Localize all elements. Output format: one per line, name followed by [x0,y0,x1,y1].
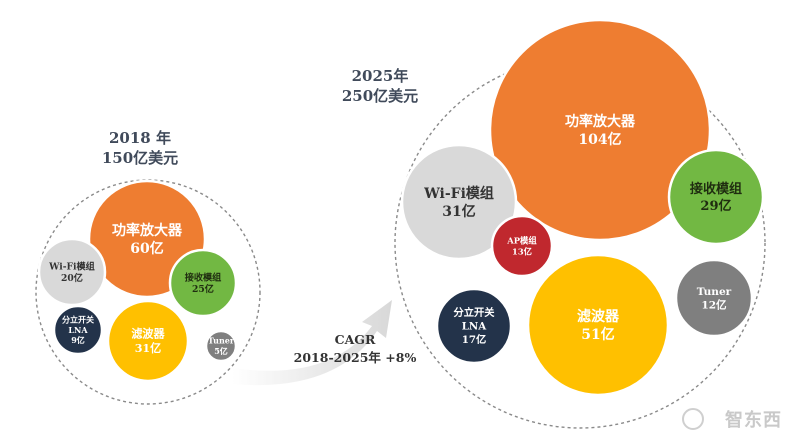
bubble-2025-2 [667,148,765,246]
bubble-label-2025-2: 接收模组 [690,181,742,197]
bubble-2018-2 [168,248,238,318]
bubble-value-2018-4: 31亿 [135,341,162,355]
bubble-label-2025-6: Tuner [697,286,732,298]
bubble-2025-1 [400,143,518,261]
bubble-2018-3 [52,304,104,356]
bubble-label-2018-0: 功率放大器 [112,222,183,239]
bubble-label-2018-3: LNA [68,325,88,335]
bubble-label-2018-3: 分立开关 [62,314,94,324]
watermark-logo-icon [682,408,704,430]
bubble-value-2025-5: 51亿 [581,326,614,343]
bubble-label-2018-5: Tuner [208,336,235,346]
bubble-label-2025-5: 滤波器 [577,308,620,325]
bubble-2018-4 [106,299,190,383]
bubble-value-2018-1: 20亿 [61,272,83,284]
watermark: 智东西 [725,410,782,431]
group-year-2018: 2018 年 [109,129,171,147]
cagr-label: CAGR [334,332,376,347]
bubble-2025-3 [490,214,554,278]
bubble-value-2018-0: 60亿 [130,240,163,257]
group-title-2025: 2025年 250亿美元 [300,66,460,106]
bubble-label-2025-3: AP模组 [506,236,537,246]
bubble-label-2018-1: Wi-Fi模组 [48,260,95,272]
growth-arrow [232,300,392,386]
bubble-label-2025-4: 分立开关 [453,306,495,319]
group-total-2025: 250亿美元 [341,87,419,105]
bubble-label-2025-1: Wi-Fi模组 [423,185,494,202]
bubble-label-2025-0: 功率放大器 [565,113,636,130]
bubble-value-2018-2: 25亿 [192,283,214,295]
cagr-value: 2018-2025年 +8% [293,350,417,365]
bubble-value-2025-1: 31亿 [442,203,475,220]
bubble-value-2025-6: 12亿 [701,299,727,312]
bubble-2025-4 [435,287,513,365]
bubble-value-2018-3: 9亿 [71,335,85,345]
bubble-2018-5 [204,329,238,363]
bubble-2025-5 [526,253,670,397]
bubble-value-2025-4: 17亿 [462,333,487,346]
bubble-value-2025-2: 29亿 [700,198,731,214]
group-envelope-2018 [35,179,261,405]
cagr-annotation: CAGR 2018-2025年 +8% [270,331,440,367]
bubble-2025-6 [674,258,754,338]
bubble-2018-1 [37,237,107,307]
bubble-value-2025-3: 13亿 [512,246,532,256]
bubble-2025-0 [488,18,712,242]
group-total-2018: 150亿美元 [101,149,179,167]
bubble-label-2018-2: 接收模组 [185,271,222,283]
bubble-value-2018-5: 5亿 [214,346,228,356]
bubble-label-2018-4: 滤波器 [131,327,165,341]
bubble-value-2025-0: 104亿 [578,131,621,148]
group-title-2018: 2018 年 150亿美元 [70,128,210,168]
group-year-2025: 2025年 [351,67,409,85]
bubble-label-2025-4: LNA [462,321,488,333]
